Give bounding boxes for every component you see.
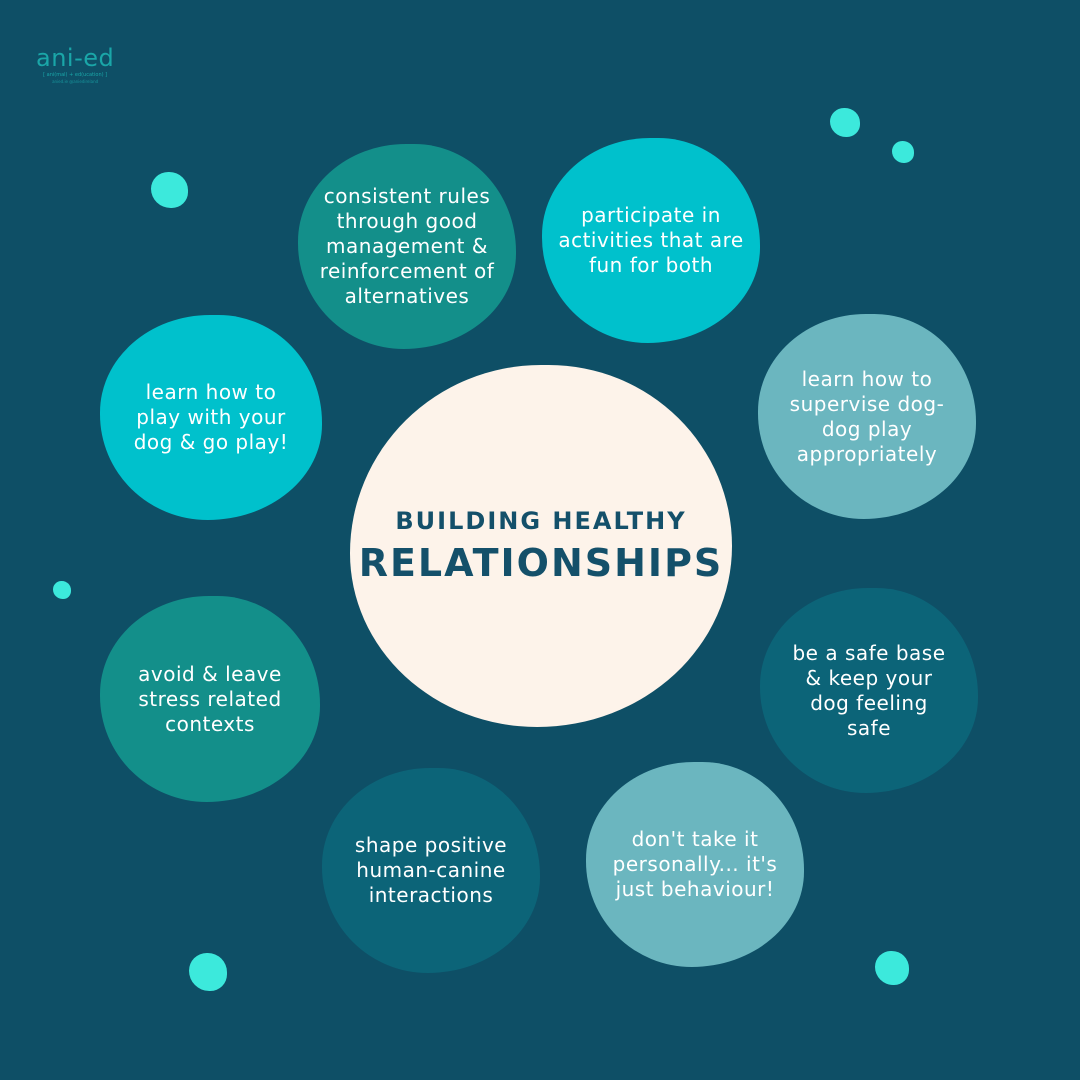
bubble-avoid-stress: avoid & leave stress related contexts — [100, 596, 320, 802]
bubble-safe-base: be a safe base & keep your dog feeling s… — [760, 588, 978, 793]
bubble-text: avoid & leave stress related contexts — [138, 661, 282, 736]
decorative-dot — [53, 581, 71, 599]
logo-name: ani-ed — [36, 44, 115, 72]
bubble-learn-play: learn how to play with your dog & go pla… — [100, 315, 322, 520]
decorative-dot — [830, 108, 860, 137]
bubble-text: learn how to play with your dog & go pla… — [133, 380, 289, 454]
title-line1: BUILDING HEALTHY — [395, 507, 687, 535]
bubble-text: shape positive human-canine interactions — [354, 833, 508, 907]
logo-handle: anied.ie @aniedireland — [52, 79, 99, 84]
bubble-participate: participate in activities that are fun f… — [542, 138, 760, 343]
bubble-consistent-rules: consistent rules through good management… — [298, 144, 516, 349]
bubble-text: consistent rules through good management… — [319, 184, 495, 308]
bubble-dont-take-personally: don't take it personally... it's just be… — [586, 762, 804, 967]
bubble-text: learn how to supervise dog-dog play appr… — [789, 366, 945, 466]
bubble-text: don't take it personally... it's just be… — [612, 827, 778, 901]
bubble-supervise: learn how to supervise dog-dog play appr… — [758, 314, 976, 519]
bubble-text: participate in activities that are fun f… — [558, 203, 744, 277]
logo: ani-ed [ ani(mal) + ed(ucation) ] anied.… — [36, 44, 114, 84]
bubble-text: be a safe base & keep your dog feeling s… — [792, 640, 946, 740]
bubble-shape-positive: shape positive human-canine interactions — [322, 768, 540, 973]
decorative-dot — [892, 141, 914, 163]
decorative-dot — [189, 953, 227, 991]
decorative-dot — [875, 951, 909, 985]
title-line2: RELATIONSHIPS — [358, 541, 724, 585]
decorative-dot — [151, 172, 188, 208]
logo-tagline: [ ani(mal) + ed(ucation) ] — [43, 72, 108, 78]
center-title: BUILDING HEALTHY RELATIONSHIPS — [350, 365, 732, 727]
